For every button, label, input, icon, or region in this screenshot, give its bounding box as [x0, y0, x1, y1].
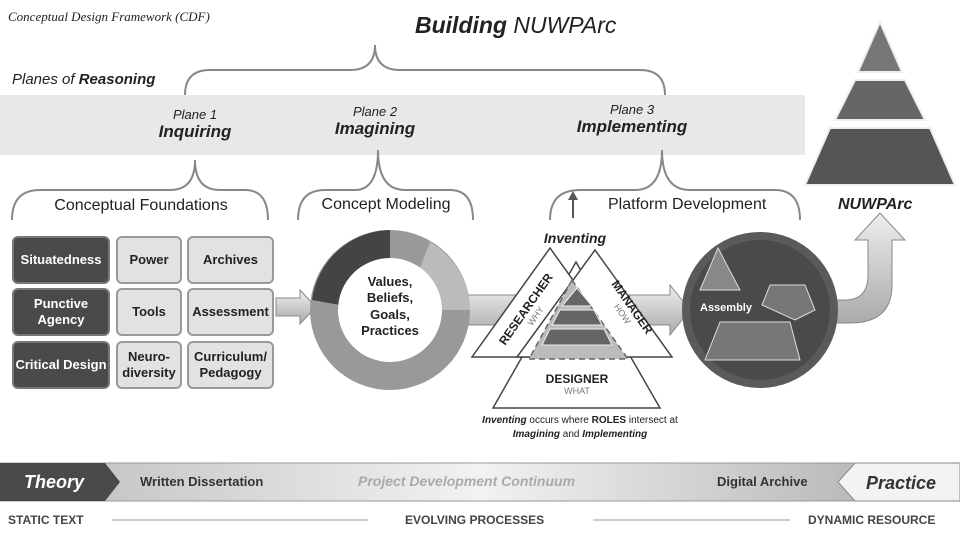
section-platform: Platform Development [608, 196, 767, 213]
practice-block [837, 462, 960, 502]
roles-triangles [470, 246, 674, 409]
cap: and [559, 429, 583, 440]
digital-archive: Digital Archive [717, 474, 808, 489]
grid-cell: Assessment [187, 288, 274, 336]
continuum-bar [0, 462, 960, 502]
inventing-caption: Inventing occurs where ROLES intersect a… [440, 414, 720, 442]
continuum-title: Project Development Continuum [358, 473, 576, 489]
role-name: DESIGNER [545, 372, 609, 386]
section-foundations: Conceptual Foundations [54, 197, 228, 214]
theory-label: Theory [24, 472, 85, 492]
role-sub: WHAT [564, 386, 590, 396]
grid-cell: Curriculum/ Pedagogy [187, 341, 274, 389]
plane-name: Implementing [576, 117, 688, 136]
practice-label: Practice [866, 473, 937, 493]
grid-cell: Tools [116, 288, 182, 336]
grid-cell: Punctive Agency [12, 288, 110, 336]
planes-label: Planes of Reasoning [12, 71, 155, 88]
plane-num: Plane 2 [352, 104, 398, 119]
title-bold: Building [415, 12, 507, 38]
assembly-label: Assembly [700, 302, 752, 314]
cap: intersect at [626, 415, 678, 426]
plane-num: Plane 1 [172, 107, 218, 122]
top-brace [184, 44, 666, 96]
planes-prefix: Planes of [12, 71, 75, 88]
planes-bold: Reasoning [78, 71, 156, 88]
title-rest: NUWPArc [513, 12, 617, 38]
plane-name: Imagining [334, 119, 416, 138]
cap: ROLES [591, 415, 627, 426]
framework-subtitle: Conceptual Design Framework (CDF) [8, 9, 210, 24]
concept-circle-text: Values, Beliefs, Goals, Practices [361, 274, 419, 338]
cap: occurs where [526, 415, 592, 426]
nuwparc-pyramid-icon [803, 19, 957, 186]
dynamic-resource-label: DYNAMIC RESOURCE [808, 513, 936, 527]
grid-cell: Situatedness [12, 236, 110, 284]
plane-name: Inquiring [158, 122, 232, 141]
section-modeling: Concept Modeling [321, 196, 451, 213]
grid-cell: Critical Design [12, 341, 110, 389]
evolving-processes-label: EVOLVING PROCESSES [405, 513, 545, 527]
theory-block [0, 463, 120, 501]
written-dissertation: Written Dissertation [140, 474, 264, 489]
cap: Inventing [482, 415, 527, 426]
brace-plane1 [11, 159, 269, 221]
cap: Imagining [512, 429, 560, 440]
section-nuwparc: NUWPArc [838, 196, 913, 213]
assembly-circle [682, 232, 838, 388]
brace-plane3 [549, 149, 801, 221]
static-text-label: STATIC TEXT [8, 513, 84, 527]
planes-band [0, 95, 805, 155]
grid-cell: Power [116, 236, 182, 284]
grid-cell: Neuro-diversity [116, 341, 182, 389]
arrow-right-icon [275, 288, 317, 326]
concept-donut [310, 230, 470, 390]
curved-up-arrow-icon [829, 212, 907, 324]
page-title: Building NUWPArc [415, 12, 616, 39]
plane-num: Plane 3 [609, 102, 655, 117]
inventing-title: Inventing [543, 230, 607, 246]
brace-plane2 [297, 149, 474, 221]
grid-cell: Archives [187, 236, 274, 284]
cap: Implementing [582, 429, 648, 440]
